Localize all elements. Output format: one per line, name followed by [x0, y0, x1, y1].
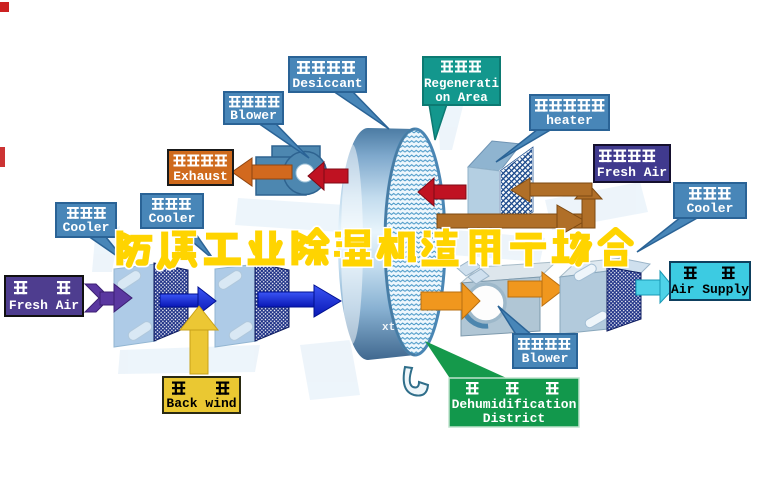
svg-text:Blower: Blower	[230, 108, 277, 123]
svg-text:District: District	[483, 411, 545, 426]
svg-text:Dehumidification: Dehumidification	[452, 397, 577, 412]
svg-text:on Area: on Area	[435, 91, 488, 105]
svg-text:Cooler: Cooler	[149, 211, 196, 226]
svg-text:Desiccant: Desiccant	[292, 76, 362, 91]
svg-text:Fresh Air: Fresh Air	[9, 298, 79, 313]
svg-text:heater: heater	[546, 113, 593, 128]
svg-text:Air Supply: Air Supply	[671, 282, 749, 297]
svg-text:Back wind: Back wind	[166, 396, 236, 411]
svg-text:xt: xt	[382, 322, 395, 334]
svg-text:Cooler: Cooler	[63, 220, 110, 235]
svg-text:Blower: Blower	[522, 351, 569, 366]
svg-text:Cooler: Cooler	[687, 201, 734, 216]
svg-text:Regenerati: Regenerati	[424, 77, 499, 91]
svg-text:Exhaust: Exhaust	[173, 169, 228, 184]
svg-text:Fresh Air: Fresh Air	[597, 165, 667, 180]
